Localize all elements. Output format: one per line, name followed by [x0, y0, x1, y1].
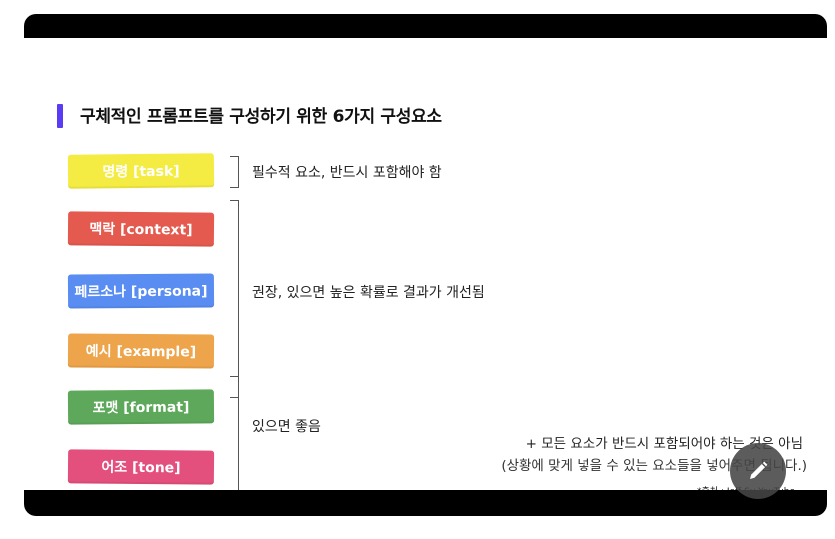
component-tag-format: 포맷 [format]	[67, 389, 215, 425]
slide: 구체적인 프롬프트를 구성하기 위한 6가지 구성요소 명령 [task] 맥락…	[24, 38, 827, 502]
frame-top-bar	[24, 14, 827, 38]
video-frame: 구체적인 프롬프트를 구성하기 위한 6가지 구성요소 명령 [task] 맥락…	[24, 14, 827, 516]
note-optional: 있으면 좋음	[252, 419, 321, 435]
edit-button[interactable]	[730, 443, 786, 499]
slide-title: 구체적인 프롬프트를 구성하기 위한 6가지 구성요소	[80, 107, 442, 127]
component-tag-persona: 페르소나 [persona]	[67, 273, 215, 309]
pencil-icon	[750, 461, 768, 479]
note-required: 필수적 요소, 반드시 포함해야 함	[252, 165, 442, 181]
component-tag-tone: 어조 [tone]	[67, 449, 215, 485]
component-tag-example: 예시 [example]	[67, 333, 215, 369]
footnote-main: + 모든 요소가 반드시 포함되어야 하는 것은 아님	[525, 436, 803, 452]
note-recommended: 권장, 있으면 높은 확률로 결과가 개선됨	[252, 285, 485, 301]
bracket-recommended	[230, 200, 239, 398]
frame-bottom-bar	[24, 490, 827, 516]
bracket-optional	[230, 376, 239, 502]
bracket-required	[230, 156, 239, 188]
component-tag-context: 맥락 [context]	[67, 211, 215, 247]
component-tag-task: 명령 [task]	[67, 153, 215, 189]
title-accent-bar	[57, 104, 63, 128]
